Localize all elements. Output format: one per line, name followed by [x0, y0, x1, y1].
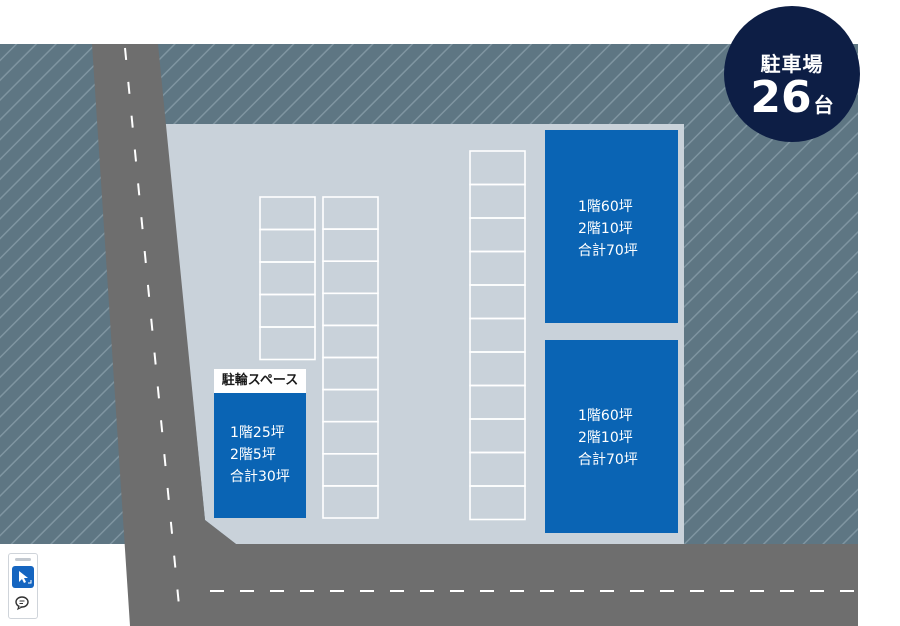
total-area: 合計70坪	[578, 452, 638, 468]
comment-icon	[15, 596, 29, 611]
building-top-right-label: 1階60坪 2階10坪 合計70坪	[578, 196, 638, 262]
total-area: 合計30坪	[230, 469, 290, 485]
floor-1-area: 1階25坪	[230, 425, 285, 441]
map-toolbar	[8, 553, 38, 619]
parking-stall-col-b-10	[322, 485, 379, 519]
floor-1-area: 1階60坪	[578, 408, 633, 424]
building-bottom-right-label: 1階60坪 2階10坪 合計70坪	[578, 405, 638, 471]
floor-2-area: 2階10坪	[578, 430, 633, 446]
toolbar-grip[interactable]	[15, 558, 31, 561]
road-bottom	[160, 544, 858, 626]
road-left	[92, 44, 236, 626]
building-left	[214, 393, 306, 518]
building-top-right	[545, 130, 678, 323]
badge-title: 駐車場	[760, 52, 824, 76]
floor-1-area: 1階60坪	[578, 199, 633, 215]
total-area: 合計70坪	[578, 243, 638, 259]
bicycle-parking-label: 駐輪スペース	[214, 369, 306, 393]
badge-count-unit: 台	[813, 93, 834, 117]
parking-stall-col-a-5	[259, 326, 316, 361]
parking-stall-col-c-11	[469, 485, 526, 521]
floor-2-area: 2階5坪	[230, 447, 276, 463]
floor-2-area: 2階10坪	[578, 221, 633, 237]
parking-stalls	[259, 150, 526, 521]
building-bottom-right	[545, 340, 678, 533]
select-tool-button[interactable]	[12, 566, 34, 588]
badge-count-number: 26	[750, 72, 812, 123]
cursor-icon	[19, 571, 32, 584]
comment-tool-button[interactable]	[12, 592, 34, 614]
building-left-label: 1階25坪 2階5坪 合計30坪	[230, 422, 290, 488]
